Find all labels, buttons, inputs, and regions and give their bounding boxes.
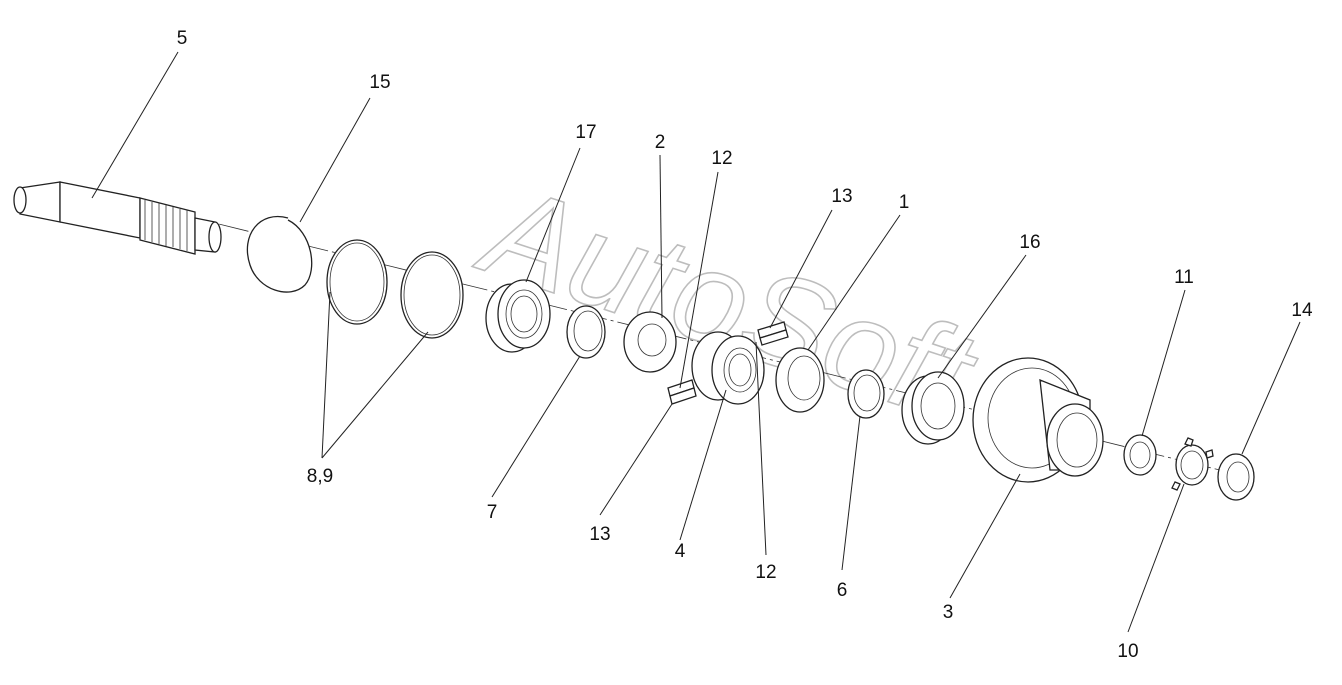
part-snap-ring-15 [246,215,313,293]
label-1: 1 [899,192,910,213]
label-4: 4 [675,541,686,562]
part-ring-9 [400,251,464,339]
label-12-bottom: 12 [755,562,776,583]
label-8-9: 8,9 [307,466,333,487]
label-15: 15 [369,72,390,93]
label-12-top: 12 [711,148,732,169]
part-tab-washer-10 [1171,437,1214,491]
part-shaft-5 [13,181,222,255]
label-11: 11 [1174,267,1194,288]
leader-lines [91,51,1301,633]
part-keys-13-upper [757,321,789,346]
label-10: 10 [1117,641,1138,662]
part-washer-11 [1123,434,1157,476]
callout-labels: 5 15 17 2 12 13 1 16 11 14 8,9 7 13 4 12… [177,28,1313,662]
part-bearing-16 [901,371,965,445]
label-17: 17 [575,122,596,143]
part-ring-8 [326,239,388,325]
part-washer-2 [623,311,677,373]
label-13-top: 13 [831,186,852,207]
label-2: 2 [655,132,666,153]
part-splined-hub-4 [691,331,765,405]
label-7: 7 [487,502,498,523]
label-13-bottom: 13 [589,524,610,545]
part-flange-3 [972,357,1104,483]
label-14: 14 [1291,300,1313,321]
part-bearing-17 [485,279,551,353]
label-5: 5 [177,28,188,49]
part-keys-13-lower [667,379,697,405]
label-6: 6 [837,580,848,601]
part-ring-1 [775,347,825,413]
part-ring-6 [847,369,885,419]
label-16: 16 [1019,232,1040,253]
part-ring-7 [566,305,606,359]
label-3: 3 [943,602,954,623]
part-nut-14 [1217,453,1255,501]
